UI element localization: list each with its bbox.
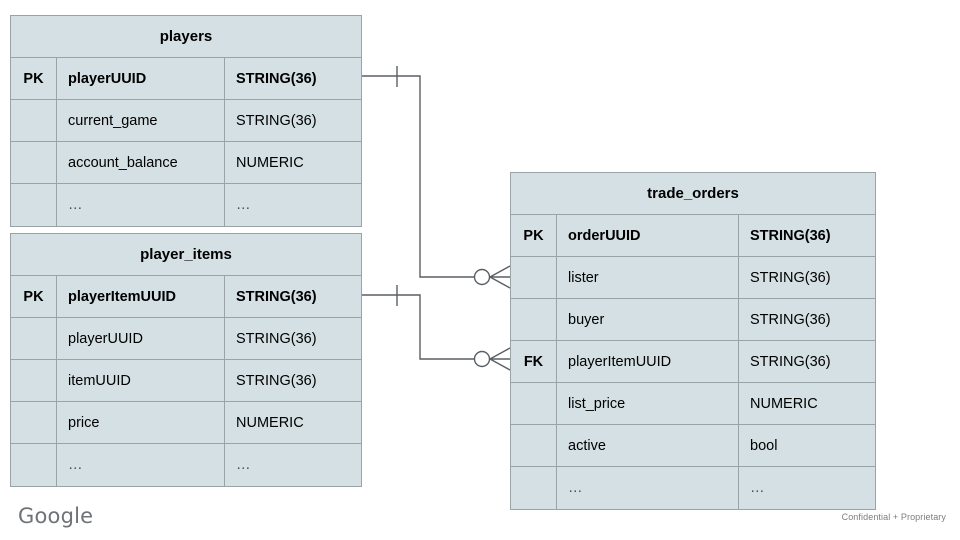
column-name: lister bbox=[557, 257, 739, 298]
column-key: PK bbox=[511, 215, 557, 256]
column-key: FK bbox=[511, 341, 557, 382]
column-key bbox=[511, 467, 557, 509]
column-name: current_game bbox=[57, 100, 225, 141]
column-type: STRING(36) bbox=[750, 311, 831, 328]
table-row[interactable]: … … bbox=[11, 184, 361, 226]
column-key bbox=[11, 402, 57, 443]
relationship-players-to-trade-orders[interactable] bbox=[362, 66, 511, 289]
column-type: STRING(36) bbox=[750, 269, 831, 286]
column-type: … bbox=[236, 457, 252, 473]
column-type: STRING(36) bbox=[236, 70, 317, 87]
column-key bbox=[511, 383, 557, 424]
column-name: … bbox=[57, 184, 225, 226]
column-key bbox=[11, 184, 57, 226]
table-row[interactable]: PK playerUUID STRING(36) bbox=[11, 58, 361, 100]
column-type: STRING(36) bbox=[236, 112, 317, 129]
column-name: list_price bbox=[557, 383, 739, 424]
column-type: NUMERIC bbox=[750, 395, 818, 412]
table-row[interactable]: account_balance NUMERIC bbox=[11, 142, 361, 184]
table-row[interactable]: lister STRING(36) bbox=[511, 257, 875, 299]
entity-player-items[interactable]: player_items PK playerItemUUID STRING(36… bbox=[10, 233, 362, 487]
table-row[interactable]: buyer STRING(36) bbox=[511, 299, 875, 341]
relationship-player-items-to-trade-orders[interactable] bbox=[362, 285, 511, 371]
cardinality-zero-circle bbox=[473, 268, 491, 286]
column-name: buyer bbox=[557, 299, 739, 340]
column-type: … bbox=[750, 480, 766, 496]
column-key bbox=[511, 299, 557, 340]
column-type: STRING(36) bbox=[750, 353, 831, 370]
confidentiality-note: Confidential + Proprietary bbox=[841, 512, 946, 522]
entity-trade-orders[interactable]: trade_orders PK orderUUID STRING(36) lis… bbox=[510, 172, 876, 510]
entity-title-player-items: player_items bbox=[11, 234, 361, 276]
column-key: PK bbox=[11, 58, 57, 99]
column-name: orderUUID bbox=[557, 215, 739, 256]
column-name: … bbox=[557, 467, 739, 509]
table-row[interactable]: price NUMERIC bbox=[11, 402, 361, 444]
table-row[interactable]: PK playerItemUUID STRING(36) bbox=[11, 276, 361, 318]
table-row[interactable]: current_game STRING(36) bbox=[11, 100, 361, 142]
table-row[interactable]: itemUUID STRING(36) bbox=[11, 360, 361, 402]
column-name: active bbox=[557, 425, 739, 466]
column-key bbox=[511, 257, 557, 298]
column-key bbox=[11, 318, 57, 359]
column-name: account_balance bbox=[57, 142, 225, 183]
crowsfoot-many bbox=[489, 347, 511, 371]
column-name: playerItemUUID bbox=[57, 276, 225, 317]
column-type: STRING(36) bbox=[236, 330, 317, 347]
table-row[interactable]: playerUUID STRING(36) bbox=[11, 318, 361, 360]
cardinality-zero-circle bbox=[473, 350, 491, 368]
entity-players[interactable]: players PK playerUUID STRING(36) current… bbox=[10, 15, 362, 227]
column-key bbox=[511, 425, 557, 466]
column-type: NUMERIC bbox=[236, 414, 304, 431]
column-name: playerItemUUID bbox=[557, 341, 739, 382]
column-name: playerUUID bbox=[57, 58, 225, 99]
column-type: STRING(36) bbox=[236, 372, 317, 389]
column-type: NUMERIC bbox=[236, 154, 304, 171]
column-name: itemUUID bbox=[57, 360, 225, 401]
column-type: bool bbox=[750, 437, 778, 454]
column-key: PK bbox=[11, 276, 57, 317]
column-type: … bbox=[236, 197, 252, 213]
entity-title-trade-orders: trade_orders bbox=[511, 173, 875, 215]
column-name: playerUUID bbox=[57, 318, 225, 359]
column-key bbox=[11, 360, 57, 401]
column-type: STRING(36) bbox=[236, 288, 317, 305]
table-row[interactable]: FK playerItemUUID STRING(36) bbox=[511, 341, 875, 383]
column-key bbox=[11, 142, 57, 183]
column-key bbox=[11, 444, 57, 486]
table-row[interactable]: PK orderUUID STRING(36) bbox=[511, 215, 875, 257]
crowsfoot-many bbox=[489, 265, 511, 289]
column-name: … bbox=[57, 444, 225, 486]
column-type: STRING(36) bbox=[750, 227, 831, 244]
entity-title-players: players bbox=[11, 16, 361, 58]
column-name: price bbox=[57, 402, 225, 443]
table-row[interactable]: … … bbox=[511, 467, 875, 509]
column-key bbox=[11, 100, 57, 141]
google-logo: Google bbox=[18, 504, 94, 528]
table-row[interactable]: … … bbox=[11, 444, 361, 486]
table-row[interactable]: active bool bbox=[511, 425, 875, 467]
table-row[interactable]: list_price NUMERIC bbox=[511, 383, 875, 425]
